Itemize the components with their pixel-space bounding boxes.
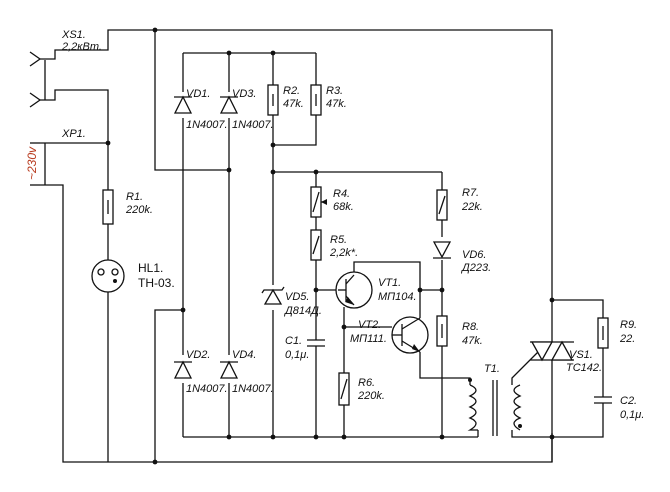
r1-ref: R1. — [126, 191, 143, 203]
c1-value: 0,1μ. — [285, 349, 309, 361]
diode-vd1: VD1. 1N4007. — [173, 88, 228, 131]
diode-vd3: VD3. 1N4007. — [219, 88, 274, 131]
vd3-ref: VD3. — [232, 88, 256, 100]
transistor-vt2: VT2. МП111. — [350, 316, 429, 354]
r4-value: 68k. — [333, 201, 354, 213]
r9-ref: R9. — [620, 319, 637, 331]
r2-value: 47k. — [283, 98, 304, 110]
resistor-r3: R3. 47k. — [310, 84, 347, 116]
vd3-value: 1N4007. — [232, 119, 274, 131]
hl1-value: ТН-03. — [138, 276, 175, 290]
xs1-value: 2,2кВт. — [61, 41, 102, 53]
c2-value: 0,1μ. — [620, 409, 644, 421]
transformer-t1: T1. — [467, 363, 522, 436]
resistor-r8: R8. 47k. — [436, 315, 483, 347]
lamp-hl1: HL1. ТН-03. — [91, 259, 175, 293]
vd2-ref: VD2. — [186, 349, 210, 361]
r8-value: 47k. — [462, 335, 483, 347]
r6-ref: R6. — [358, 377, 375, 389]
r5-ref: R5. — [330, 234, 347, 246]
r7-ref: R7. — [462, 187, 479, 199]
diode-vd4: VD4. 1N4007. — [219, 349, 274, 395]
mains-voltage-label: ~230v — [25, 146, 39, 180]
r8-ref: R8. — [462, 321, 479, 333]
resistor-r7: R7. 22k. — [436, 187, 483, 221]
triac-vs1: VS1. TC142. — [530, 340, 602, 374]
vt2-ref: VT2. — [358, 319, 381, 331]
vd4-value: 1N4007. — [232, 383, 274, 395]
zener-vd5: VD5. Д814Д. — [261, 286, 322, 317]
hl1-ref: HL1. — [138, 261, 163, 275]
c2-ref: C2. — [620, 395, 637, 407]
vd1-value: 1N4007. — [186, 119, 228, 131]
transistor-vt1: VT1. МП104. — [335, 271, 417, 309]
r9-value: 22. — [619, 333, 635, 345]
vs1-ref: VS1. — [569, 349, 593, 361]
r4-ref: R4. — [333, 188, 350, 200]
resistor-r1: R1. 220k. — [102, 189, 153, 225]
junction-dots — [105, 27, 555, 465]
vd4-ref: VD4. — [232, 349, 256, 361]
capacitor-c2: C2. 0,1μ. — [594, 395, 644, 421]
vt2-value: МП111. — [350, 333, 387, 345]
xs1-ref: XS1. — [61, 29, 86, 41]
resistor-r9: R9. 22. — [597, 317, 637, 349]
xp1-plug: XP1. — [30, 128, 86, 186]
r6-value: 220k. — [357, 390, 385, 402]
r2-ref: R2. — [283, 85, 300, 97]
r3-ref: R3. — [326, 85, 343, 97]
r1-value: 220k. — [125, 204, 153, 216]
potentiometer-r4: R4. 68k. — [310, 186, 354, 218]
r7-value: 22k. — [461, 201, 483, 213]
xs1-socket: XS1. 2,2кВт. — [29, 29, 102, 108]
vt1-value: МП104. — [378, 291, 417, 303]
vd2-value: 1N4007. — [186, 383, 228, 395]
xp1-ref: XP1. — [61, 128, 86, 140]
c1-ref: C1. — [285, 335, 302, 347]
t1-ref: T1. — [484, 363, 500, 375]
vd1-ref: VD1. — [186, 88, 210, 100]
resistor-r5: R5. 2,2k*. — [310, 229, 358, 261]
resistor-r2: R2. 47k. — [267, 84, 304, 116]
vd5-ref: VD5. — [285, 291, 309, 303]
resistor-r6: R6. 220k. — [338, 372, 385, 406]
r5-value: 2,2k*. — [329, 247, 358, 259]
vd6-value: Д223. — [460, 262, 491, 274]
diode-vd2: VD2. 1N4007. — [173, 349, 228, 395]
diode-vd6: VD6. Д223. — [432, 241, 491, 274]
r3-value: 47k. — [326, 98, 347, 110]
vs1-value: TC142. — [566, 362, 602, 374]
vt1-ref: VT1. — [378, 277, 401, 289]
vd5-value: Д814Д. — [283, 305, 322, 317]
capacitor-c1: C1. 0,1μ. — [285, 335, 325, 361]
vd6-ref: VD6. — [462, 249, 486, 261]
